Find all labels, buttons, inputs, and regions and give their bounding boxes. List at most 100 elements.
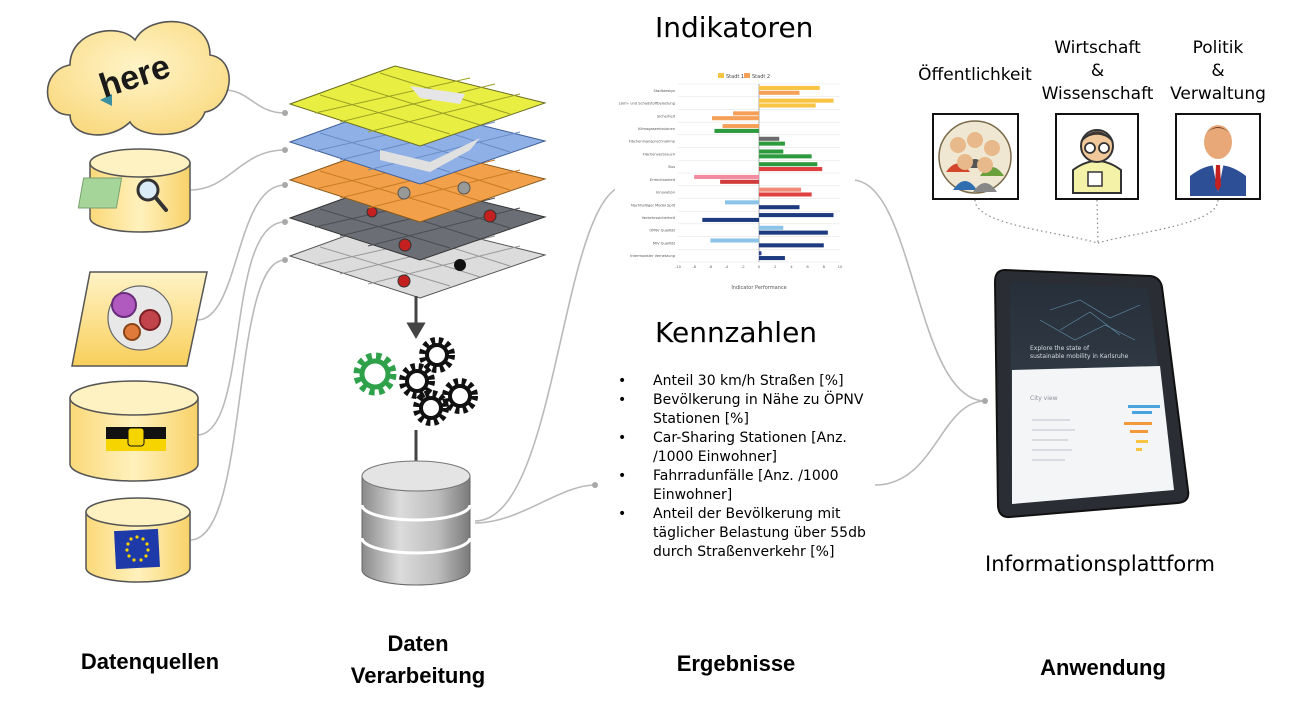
process-parallelogram: [71, 271, 208, 367]
x-tick-label: -6: [709, 264, 713, 269]
map-layer-yellow: [288, 65, 547, 147]
indikatoren-title: Indikatoren: [655, 11, 814, 44]
role-label-oeffentlichkeit: Öffentlichkeit: [918, 65, 1032, 85]
bar-stadt1: [759, 149, 784, 154]
bar-stadt1: [724, 200, 759, 205]
category-label: Intermodaler Vernetzung: [630, 254, 675, 258]
role-box-politics: [1175, 113, 1261, 200]
category-label: Flächenverbrauch: [643, 152, 675, 156]
x-tick-label: 8: [823, 264, 826, 269]
x-tick-label: -2: [741, 264, 745, 269]
bar-stadt1: [759, 98, 834, 103]
chart-bars: [694, 85, 834, 261]
tablet-map-network: [1039, 299, 1141, 341]
kennzahl-item: Bevölkerung in Nähe zu ÖPNV Stationen [%…: [618, 391, 888, 429]
bar-stadt2: [759, 141, 785, 146]
role-wirtschaft-line1: Wirtschaft: [1054, 38, 1141, 58]
people-group-icon: [938, 120, 1012, 194]
bar-stadt2: [759, 230, 828, 235]
tablet-headline-line1: Explore the state of: [1030, 345, 1090, 352]
x-tick-label: -4: [725, 264, 729, 269]
bar-stadt1: [710, 238, 759, 243]
role-wirtschaft-line2: &: [1090, 61, 1105, 81]
database-icon: [360, 460, 472, 586]
category-label: ÖPNV Qualität: [649, 228, 675, 233]
here-logo-icon: [100, 94, 112, 106]
legend-swatch-stadt1: [718, 73, 724, 78]
x-tick-label: -10: [675, 264, 682, 269]
role-box-science: [1055, 113, 1139, 200]
bar-stadt2: [712, 116, 759, 121]
kennzahlen-title: Kennzahlen: [655, 316, 818, 349]
eu-flag-icon: [114, 528, 160, 570]
tablet-device: Explore the state of sustainable mobilit…: [993, 268, 1190, 519]
bar-stadt2: [759, 90, 800, 95]
bar-stadt2: [702, 217, 759, 222]
column-title-datenquellen: Datenquellen: [80, 649, 220, 674]
tablet-headline-line2: sustainable mobility in Karlsruhe: [1030, 353, 1129, 360]
bar-stadt1: [722, 124, 759, 129]
bar-stadt1: [759, 213, 834, 218]
role-label-wirtschaft: Wirtschaft & Wissenschaft: [1030, 37, 1165, 106]
role-wirtschaft-line3: Wissenschaft: [1041, 84, 1154, 104]
bar-stadt2: [759, 256, 785, 261]
bar-stadt2: [759, 243, 824, 248]
here-cloud: here: [46, 20, 230, 136]
map-search-icon: [77, 177, 168, 212]
bar-stadt1: [759, 225, 784, 230]
gear-red-icon: [139, 309, 161, 331]
category-label: MIV Qualität: [653, 241, 676, 245]
bar-stadt1: [759, 136, 780, 141]
x-tick-label: -8: [692, 264, 696, 269]
x-tick-label: 6: [806, 264, 809, 269]
bar-stadt1: [733, 111, 759, 116]
category-label: Verkehrssicherheit: [642, 216, 676, 220]
chart-legend: Stadt 1 Stadt 2: [718, 73, 770, 80]
bar-stadt2: [720, 179, 759, 184]
legend-swatch-stadt2: [744, 73, 750, 78]
bar-stadt1: [694, 174, 759, 179]
category-label: Lärm- und Schadstoffbelastung: [619, 102, 675, 106]
role-dotted-connectors: [974, 199, 1219, 244]
category-label: Stadtdesign: [653, 89, 675, 93]
kennzahl-item: Anteil der Bevölkerung mit täglicher Bel…: [618, 505, 888, 562]
bar-stadt2: [759, 154, 812, 159]
verarbeitung-line2: Verarbeitung: [350, 663, 486, 688]
bar-stadt1: [759, 162, 818, 167]
kennzahl-item: Car-Sharing Stationen [Anz. /1000 Einwoh…: [618, 429, 888, 467]
legend-label-stadt2: Stadt 2: [752, 74, 770, 80]
column-title-verarbeitung: Daten Verarbeitung: [318, 628, 518, 692]
role-politik-line3: Verwaltung: [1170, 84, 1266, 104]
bar-stadt1: [759, 251, 762, 256]
scientist-icon: [1072, 129, 1122, 194]
platform-label: Informationsplattform: [985, 552, 1215, 576]
bar-stadt2: [759, 205, 800, 210]
category-label: Nachhaltiger Modal Split: [631, 203, 676, 207]
connectors: [189, 89, 986, 541]
eu-cylinder: [85, 497, 191, 583]
kennzahl-item: Anteil 30 km/h Straßen [%]: [618, 372, 888, 391]
bar-stadt2: [759, 192, 812, 197]
x-tick-label: 0: [758, 264, 761, 269]
role-label-politik: Politik & Verwaltung: [1153, 37, 1283, 106]
map-layer-stack: [288, 65, 547, 299]
politician-icon: [1190, 125, 1246, 196]
bar-stadt2: [759, 103, 816, 108]
legend-label-stadt1: Stadt 1: [726, 74, 744, 80]
category-label: Klimagasemissionen: [638, 127, 675, 131]
x-tick-label: 2: [774, 264, 777, 269]
category-label: Innovation: [656, 191, 675, 195]
bw-cylinder: [69, 380, 199, 482]
category-label: Erreichbarkeit: [650, 178, 676, 182]
bar-stadt1: [759, 85, 820, 90]
column-title-anwendung: Anwendung: [1040, 655, 1166, 680]
kennzahlen-list: Anteil 30 km/h Straßen [%] Bevölkerung i…: [618, 372, 888, 562]
tablet-mini-chart: [1124, 405, 1160, 451]
category-label: Bus: [668, 165, 675, 169]
tablet-panel-title: City view: [1030, 395, 1058, 402]
kennzahl-item: Fahrradunfälle [Anz. /1000 Einwohner]: [618, 467, 888, 505]
